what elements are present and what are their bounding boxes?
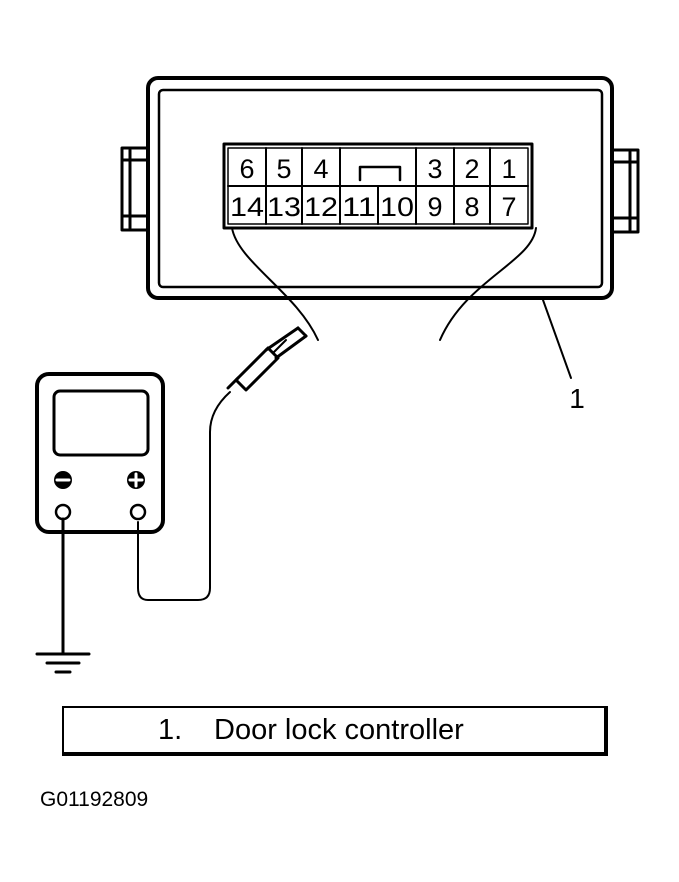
pin-label: 3 — [427, 154, 442, 184]
pin-label: 8 — [464, 192, 479, 222]
pin-labels-bottom-row: 14 13 12 11 10 9 8 7 — [230, 192, 517, 222]
probe-lead-wire — [137, 391, 231, 601]
pin-label: 12 — [304, 192, 338, 222]
figure-id: G01192809 — [40, 788, 149, 811]
callout-number: 1 — [569, 383, 585, 414]
pin-label: 6 — [239, 154, 254, 184]
legend-box: 1. Door lock controller — [62, 706, 608, 756]
harness-wire-right — [439, 227, 537, 341]
test-probe — [226, 326, 308, 392]
connector-lock-notch — [358, 165, 402, 182]
pin-label: 1 — [501, 154, 516, 184]
door-lock-controller — [120, 76, 640, 300]
pin-label: 11 — [342, 192, 376, 222]
legend-number: 1. — [158, 713, 183, 746]
pin-labels-top-row: 6 5 4 3 2 1 — [239, 154, 516, 184]
meter-display — [52, 389, 150, 457]
ground-symbol-icon — [35, 652, 91, 674]
pin-label: 10 — [380, 192, 414, 222]
right-mounting-tab — [610, 148, 640, 234]
connector-face — [222, 142, 534, 230]
pin-label: 9 — [427, 192, 442, 222]
pin-label: 4 — [313, 154, 328, 184]
legend-text: Door lock controller — [214, 713, 464, 746]
multimeter — [35, 372, 165, 534]
pin-label: 5 — [276, 154, 291, 184]
harness-wire-left — [231, 227, 319, 341]
callout-leader — [542, 299, 572, 379]
pin-label: 14 — [230, 192, 264, 222]
left-mounting-tab — [120, 146, 150, 232]
positive-jack — [129, 503, 147, 521]
pin-label: 13 — [267, 192, 301, 222]
negative-jack — [54, 503, 72, 521]
pin-label: 2 — [464, 154, 479, 184]
pin-label: 7 — [501, 192, 516, 222]
